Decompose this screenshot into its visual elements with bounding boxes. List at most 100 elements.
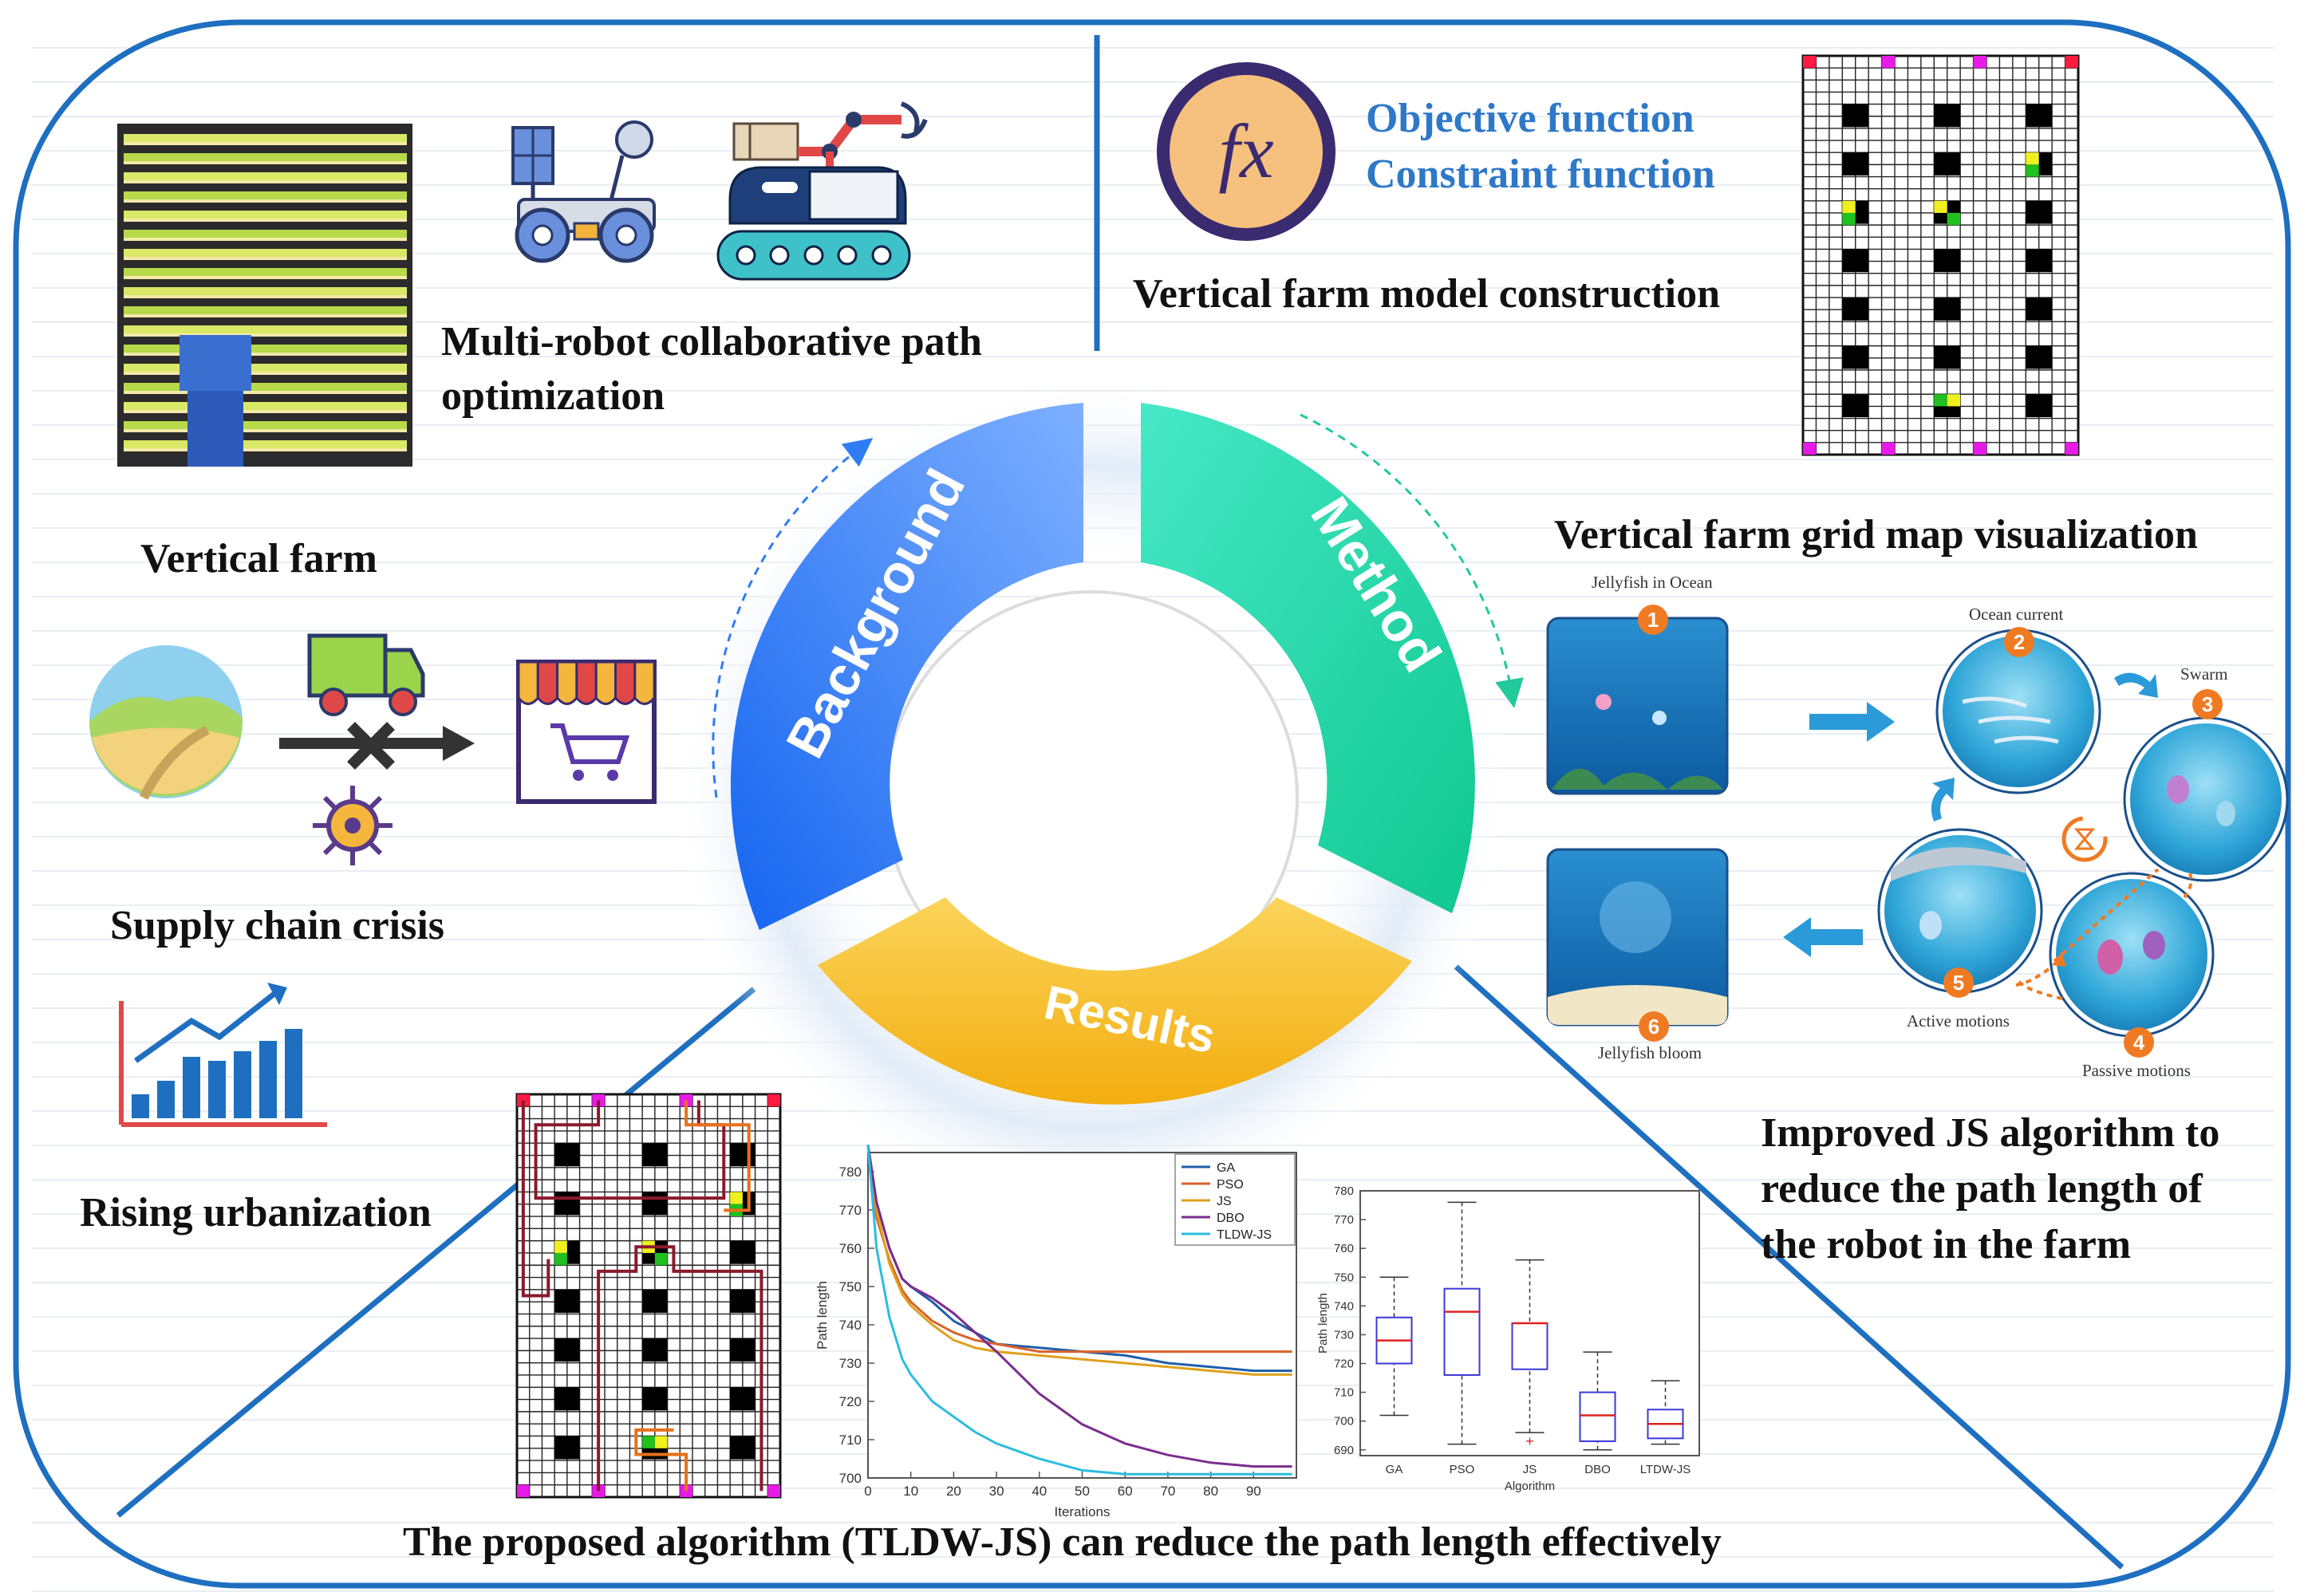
vertical-farm-photo [117,124,412,467]
js-step-4-badge: 4 [2133,1031,2145,1054]
x-tick-label: 40 [1032,1484,1047,1499]
x-tick-label: 0 [864,1484,871,1499]
objective-function-label: Objective function [1366,96,1694,141]
truck-icon [307,633,425,716]
legend-entry: GA [1217,1161,1235,1175]
shelf-block [554,1387,580,1411]
shelf-block [2026,345,2053,369]
x-tick-label: 60 [1118,1484,1133,1499]
farm-shelf [124,440,407,448]
farm-light [124,372,407,375]
y-tick-label: 730 [839,1356,862,1371]
farm-light [124,314,407,317]
farm-light [124,219,407,222]
shelf-block [1934,298,1961,321]
task-cell [654,1252,668,1266]
y-tick-label: 700 [839,1471,862,1486]
farm-shelf [124,402,407,410]
shelf-block [2026,298,2053,321]
y-axis-label: Path length [1316,1293,1330,1354]
js-step-3-image [2123,716,2289,882]
shelf-block [2026,394,2053,418]
js-description-line-2: reduce the path length of [1761,1166,2203,1212]
awning-stripe [594,660,617,705]
shelf-block [1842,345,1869,369]
farm-shelf [124,134,407,142]
x-tick-label: JS [1523,1463,1537,1476]
cycle-diagram: Background Method Results [677,383,1524,1212]
y-tick-label: 710 [1334,1386,1354,1400]
station-cell [1803,442,1817,455]
task-cell [1842,200,1856,213]
box-pso [1443,1287,1481,1376]
task-cell [554,1240,567,1253]
robot-path-5 [521,1100,550,1298]
farm-light [124,238,407,241]
station-cell [1881,442,1895,455]
y-tick-label: 770 [1334,1213,1354,1227]
farm-shelf [124,383,407,391]
shelf-block [730,1338,756,1362]
method-segment[interactable] [1141,403,1475,913]
multi-robot-label-1: Multi-robot collaborative path [441,319,982,365]
awning-stripe [575,660,598,705]
js-step-5-badge: 5 [1953,971,1964,995]
farm-shelf [124,268,407,276]
store-icon [516,660,657,804]
shelf-block [1842,152,1869,175]
js-step-4-image [2049,872,2215,1038]
farm-light [124,199,407,203]
js-step-1-label: Jellyfish in Ocean [1592,573,1713,592]
broken-chain-arrow [279,722,475,770]
x-tick-label: 90 [1246,1484,1261,1499]
js-step-6-badge: 6 [1648,1015,1659,1038]
js-step-3-badge: 3 [2202,692,2213,716]
station-cell [2065,56,2078,69]
shelf-block [1842,298,1869,321]
farm-shelf [124,153,407,161]
shelf-block [730,1387,756,1411]
y-tick-label: 780 [839,1164,862,1180]
y-tick-label: 740 [839,1318,862,1333]
task-cell [642,1436,655,1448]
divider-left [116,987,756,1518]
results-segment[interactable] [818,897,1412,1105]
farm-light [124,276,407,279]
station-cell [767,1484,780,1497]
station-cell [1881,56,1895,69]
js-step-5-image [1877,828,2043,994]
y-tick-label: 760 [839,1241,862,1256]
shelf-block [1842,394,1869,418]
shelf-block [642,1338,668,1362]
farm-shelf [124,364,407,372]
background-segment[interactable] [730,403,1083,930]
shelf-block [642,1192,668,1216]
x-tick-label: 80 [1203,1484,1218,1499]
y-tick-label: 710 [839,1432,862,1448]
task-cell [1947,394,1961,407]
js-step-3-label: Swarm [2180,664,2228,684]
station-cell [1973,56,1986,69]
robot-path-3 [597,1245,763,1492]
js-step-badges: 1 2 3 4 5 6 [1638,605,2223,1058]
station-cell [2065,442,2078,455]
farm-shelf [124,287,407,295]
results-conclusion-label: The proposed algorithm (TLDW-JS) can red… [403,1519,1722,1565]
y-tick-label: 700 [1334,1415,1354,1429]
vertical-farm-label: Vertical farm [140,536,377,581]
js-step-2-badge: 2 [2014,630,2025,654]
awning-stripe [517,660,539,705]
js-step-2-label: Ocean current [1969,605,2064,624]
shelf-block [554,1338,580,1362]
farm-shelf [124,249,407,257]
js-step-1-badge: 1 [1647,608,1659,632]
y-tick-label: 770 [839,1203,862,1218]
farm-shelf [124,172,407,180]
y-tick-label: 720 [839,1394,862,1409]
js-step-5-label: Active motions [1907,1011,2010,1031]
js-step-6-image [1546,848,1729,1027]
farm-light [124,429,407,432]
legend-entry: JS [1217,1195,1232,1208]
awning-stripe [633,660,656,705]
